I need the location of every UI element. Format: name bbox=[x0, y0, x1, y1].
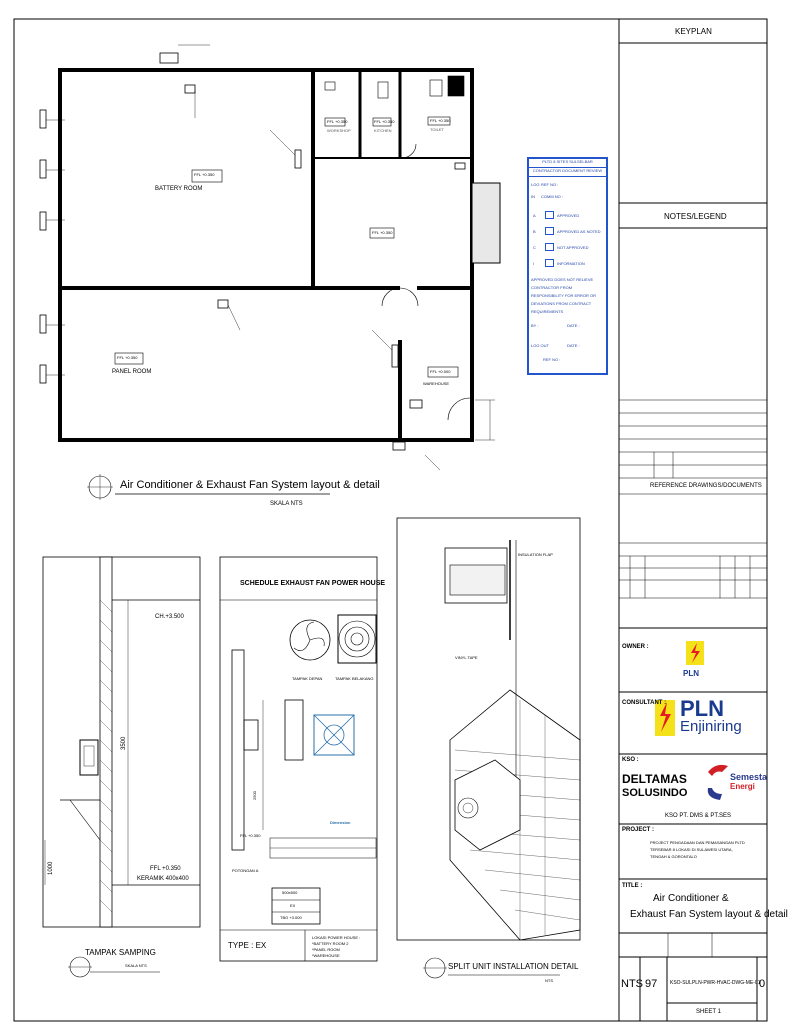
review-option-information: INFORMATION bbox=[557, 261, 585, 266]
ffl-warehouse-tag: FFL +0.000 bbox=[430, 369, 451, 374]
battery-room-label: BATTERY ROOM bbox=[155, 186, 203, 192]
review-log-label: LOG bbox=[531, 182, 540, 187]
dimension-label: Dimension bbox=[330, 820, 351, 825]
kso-value: KSO PT. DMS & PT.SES bbox=[665, 813, 732, 819]
project-line-1: PROJECT PENGADAAN DAN PEMASANGAN PLTD bbox=[650, 840, 745, 845]
scale-value: NTS bbox=[621, 978, 643, 990]
split-unit-scale: NTS bbox=[545, 978, 553, 983]
exhaust-type-label: TYPE : EX bbox=[228, 941, 267, 950]
review-by-label: BY : bbox=[531, 323, 539, 328]
review-checkbox-approved-as-noted[interactable] bbox=[545, 227, 554, 235]
exhaust-schedule-title: SCHEDULE EXHAUST FAN POWER HOUSE bbox=[240, 580, 386, 587]
review-code-a: A bbox=[533, 213, 536, 218]
split-unit-title: SPLIT UNIT INSTALLATION DETAIL bbox=[448, 962, 579, 971]
review-disclaimer-5: REQUIREMENTS bbox=[531, 309, 564, 314]
review-option-not-approved: NOT APPROVED bbox=[557, 245, 589, 250]
exhaust-size-label: 500x500 bbox=[282, 890, 298, 895]
title-line-2: Exhaust Fan System layout & detail bbox=[630, 909, 788, 920]
warehouse-label: WAREHOUSE bbox=[423, 381, 450, 386]
exhaust-height-dimension: 2500 bbox=[252, 791, 257, 800]
review-disclaimer-3: RESPONSIBILITY FOR ERROR OR bbox=[531, 293, 597, 298]
owner-label: OWNER : bbox=[622, 644, 649, 650]
ffl-battery-tag: FFL +0.350 bbox=[194, 172, 215, 177]
title-label: TITLE : bbox=[622, 883, 643, 889]
deltamas-logo-text: DELTAMAS bbox=[622, 772, 687, 786]
reference-drawings-label: REFERENCE DRAWINGS/DOCUMENTS bbox=[650, 483, 762, 489]
location-line-2: *BATTERY ROOM 2 bbox=[312, 941, 349, 946]
revision-number: 0 bbox=[759, 978, 766, 990]
front-view-label: TAMPAK DEPAN bbox=[292, 676, 323, 681]
project-line-3: TENGAH & GORONTALO bbox=[650, 854, 697, 859]
vinyl-tape-label: VINYL TAPE bbox=[455, 655, 478, 660]
potongan-label: POTONGAN A bbox=[232, 868, 259, 873]
review-disclaimer-1: APPROVED DOES NOT RELIEVE bbox=[531, 277, 594, 282]
review-code-i: I bbox=[533, 261, 535, 266]
review-checkbox-approved[interactable] bbox=[545, 211, 554, 219]
ffl-panel-tag: FFL +0.350 bbox=[117, 355, 138, 360]
review-log-out-label: LOG OUT bbox=[531, 343, 550, 348]
review-date-label-2: DATE : bbox=[567, 343, 580, 348]
project-number: 97 bbox=[645, 978, 658, 990]
review-header-1: PLTD 8 SITES SULSELBAR bbox=[529, 159, 606, 168]
energi-logo-text: Energi bbox=[730, 782, 755, 791]
enjiniring-logo-text: Enjiniring bbox=[680, 718, 742, 735]
keyplan-label: KEYPLAN bbox=[675, 27, 712, 36]
wall-height-dimension: 3500 bbox=[121, 736, 127, 750]
consultant-label: CONSULTANT : bbox=[622, 700, 667, 706]
review-comm-no-label: COMM NO : bbox=[541, 194, 563, 199]
sheet-number: SHEET 1 bbox=[696, 1009, 721, 1015]
drawing-number: KSO-SULPLN-PWR-HVAC-DWG-ME-01 bbox=[670, 980, 761, 986]
notes-legend-label: NOTES/LEGEND bbox=[664, 212, 727, 221]
ceiling-height-label: CH.+3.500 bbox=[155, 614, 184, 620]
project-label: PROJECT : bbox=[622, 827, 655, 833]
plan-title: Air Conditioner & Exhaust Fan System lay… bbox=[120, 479, 380, 491]
review-ref-no-label-2: REF NO : bbox=[543, 357, 561, 362]
unit-height-dimension: 1000 bbox=[48, 861, 54, 875]
side-view-title: TAMPAK SAMPING bbox=[85, 948, 156, 957]
toilet-label: TOILET bbox=[430, 127, 444, 132]
exhaust-tbo-label: TBO +3.000 bbox=[280, 915, 302, 920]
review-option-approved-as-noted: APPROVED AS NOTED bbox=[557, 229, 601, 234]
ffl-corridor-tag: FFL +0.350 bbox=[372, 230, 393, 235]
side-ffl-label: FFL +0.350 bbox=[150, 866, 181, 872]
drawing-linework bbox=[13, 18, 768, 1022]
title-line-1: Air Conditioner & bbox=[653, 893, 729, 904]
exhaust-ffl-label: FFL +0.350 bbox=[240, 833, 261, 838]
ffl-workshop-tag: FFL +0.350 bbox=[327, 119, 348, 124]
review-code-b: B bbox=[533, 229, 536, 234]
review-date-label: DATE : bbox=[567, 323, 580, 328]
review-checkbox-information[interactable] bbox=[545, 259, 554, 267]
location-line-4: *WAREHOUSE bbox=[312, 953, 340, 958]
review-in-label: IN bbox=[531, 194, 535, 199]
review-code-c: C bbox=[533, 245, 536, 250]
review-ref-no-label: REF NO : bbox=[541, 182, 559, 187]
location-line-3: *PANEL ROOM bbox=[312, 947, 340, 952]
ffl-toilet-tag: FFL +0.350 bbox=[430, 118, 451, 123]
side-view-scale: SKALA NTS bbox=[125, 963, 147, 968]
kitchen-label: KITCHEN bbox=[374, 128, 392, 133]
insulation-flap-label: INSULATION FLAP bbox=[518, 552, 553, 557]
back-view-label: TAMPAK BELAKANG bbox=[335, 676, 374, 681]
review-header-2: CONTRACTOR DOCUMENT REVIEW bbox=[529, 168, 606, 177]
review-disclaimer-2: CONTRACTOR FROM bbox=[531, 285, 573, 290]
kso-label: KSO : bbox=[622, 757, 639, 763]
exhaust-ex-label: EX bbox=[290, 903, 296, 908]
keramik-label: KERAMIK 400x400 bbox=[137, 876, 189, 882]
review-checkbox-not-approved[interactable] bbox=[545, 243, 554, 251]
plan-scale: SKALA NTS bbox=[270, 501, 303, 507]
location-line-1: LOKASI POWER HOUSE : bbox=[312, 935, 361, 940]
drawing-sheet: KEYPLAN NOTES/LEGEND REFERENCE DRAWINGS/… bbox=[13, 18, 788, 1022]
pln-logo-text: PLN bbox=[683, 669, 699, 678]
panel-room-label: PANEL ROOM bbox=[112, 369, 152, 375]
workshop-label: WORKSHOP bbox=[327, 128, 351, 133]
review-disclaimer-4: DEVIATIONS FROM CONTRACT bbox=[531, 301, 592, 306]
ffl-kitchen-tag: FFL +0.350 bbox=[374, 119, 395, 124]
solusindo-logo-text: SOLUSINDO bbox=[622, 787, 688, 799]
contractor-review-stamp: PLTD 8 SITES SULSELBAR CONTRACTOR DOCUME… bbox=[527, 157, 608, 375]
review-option-approved: APPROVED bbox=[557, 213, 580, 218]
project-line-2: TERSEBAR 8 LOKASI DI SULAWESI UTARA, bbox=[650, 847, 733, 852]
pln-enjiniring-logo-text: PLN bbox=[680, 696, 724, 721]
semesta-logo-text: Semesta bbox=[730, 772, 768, 782]
